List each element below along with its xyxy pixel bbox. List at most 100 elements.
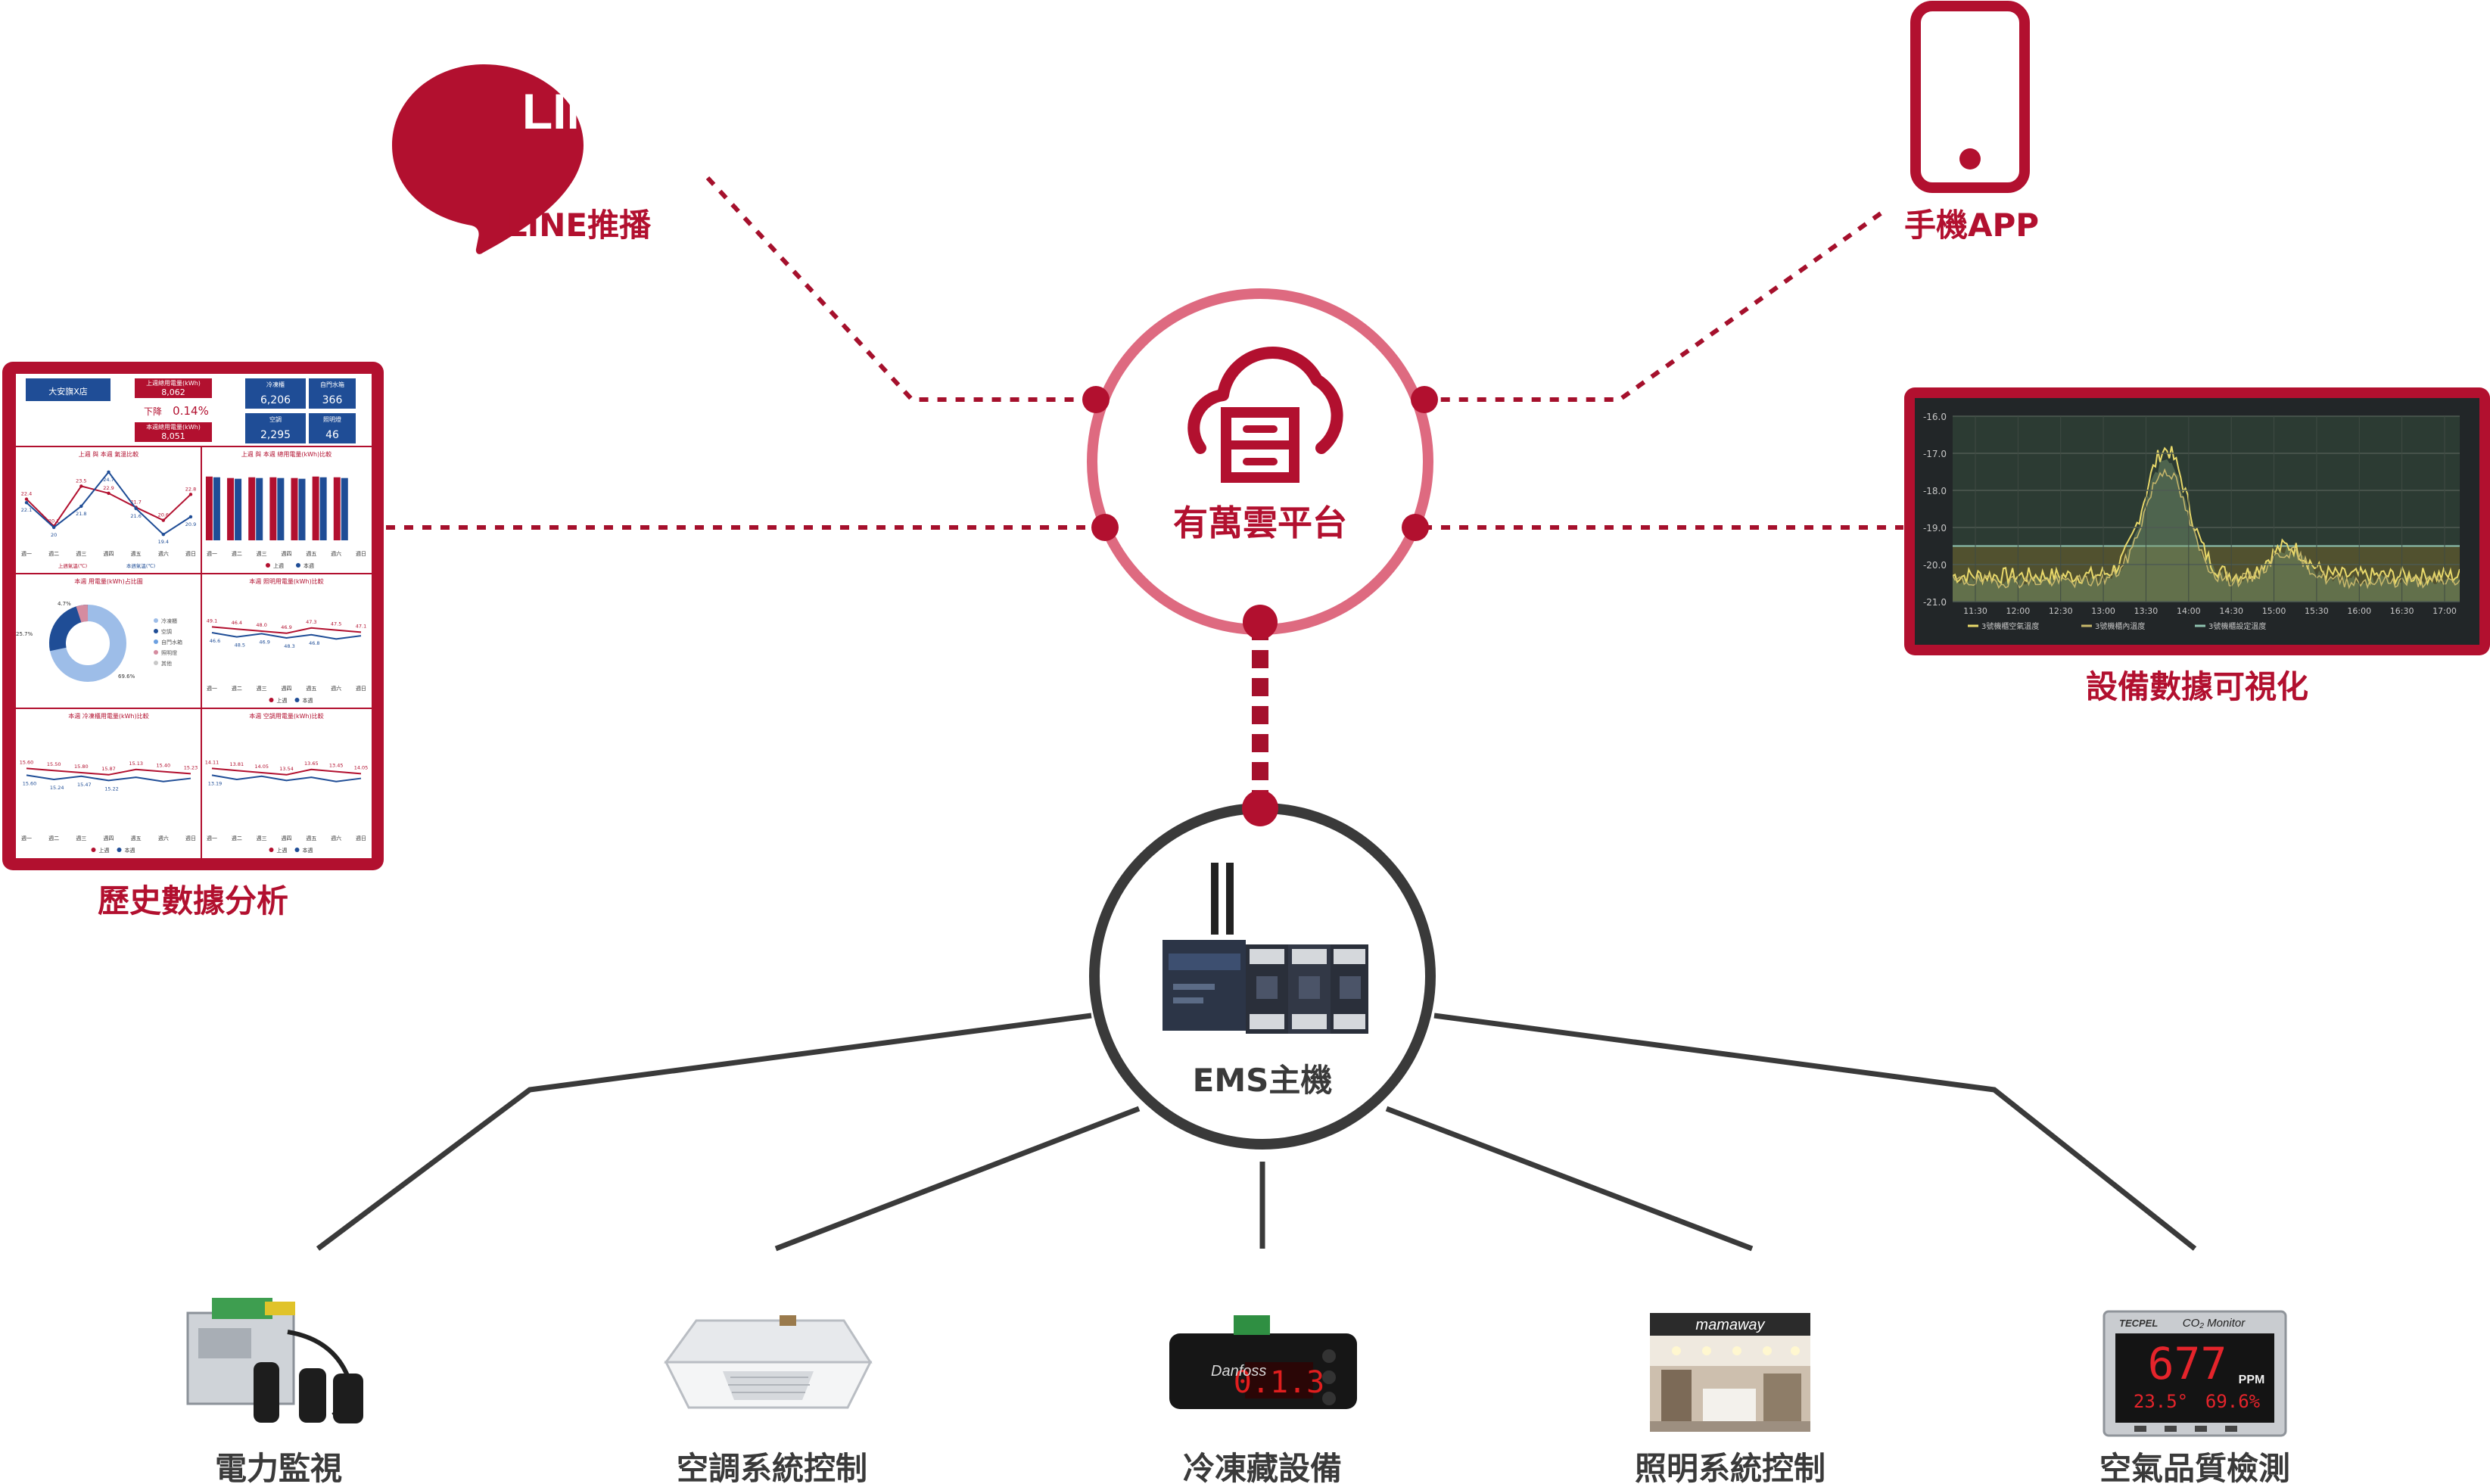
history-data-label: 15.80 <box>74 764 89 770</box>
history-data-label: 21.6 <box>130 513 141 519</box>
history-node[interactable]: 大安旗X店 上週總用電量(kWh) 8,062 下降 0.14% 本週總用電量(… <box>2 362 384 919</box>
ems-controller-device <box>1163 863 1368 1034</box>
history-donut-segment <box>76 605 89 623</box>
history-legend-entry: 冷凍櫃 <box>161 618 177 624</box>
history-bar-thisweek <box>341 478 348 540</box>
history-x-label: 週日 <box>356 685 366 692</box>
app-to-hub-connector <box>1423 211 1882 402</box>
ems-port-top <box>1242 790 1278 826</box>
device-air-label: 空氣品質檢測 <box>2099 1450 2290 1484</box>
history-x-label: 週四 <box>104 550 114 557</box>
history-x-label: 週四 <box>282 685 292 692</box>
history-x-label: 週二 <box>232 550 242 557</box>
svg-text:自門水箱: 自門水箱 <box>320 381 344 388</box>
history-x-label: 週四 <box>282 835 292 842</box>
viz-x-tick: 13:30 <box>2134 606 2159 616</box>
lighting-brand-sign: mamaway <box>1695 1317 1765 1333</box>
history-x-label: 週五 <box>306 550 316 557</box>
history-x-label: 週三 <box>76 835 86 842</box>
device-air[interactable]: TECPEL CO₂ Monitor 677 PPM 23.5° 69.6% 空… <box>2099 1310 2290 1484</box>
history-series-line <box>211 631 362 640</box>
history-data-label: 46.9 <box>281 624 291 630</box>
line-node[interactable]: LINE LINE推播 <box>392 64 652 254</box>
history-series-line <box>211 767 362 776</box>
history-data-label: 49.1 <box>207 618 217 624</box>
history-data-label: 47.5 <box>331 621 341 627</box>
ems-node[interactable]: EMS主機 <box>1089 790 1436 1150</box>
history-legend-dot <box>294 698 300 702</box>
viz-x-tick: 15:30 <box>2305 606 2329 616</box>
history-series-point <box>79 504 83 509</box>
device-lighting[interactable]: mamaway 照明系統控制 <box>1635 1313 1825 1484</box>
connector-lighting <box>1385 1106 1754 1252</box>
history-x-label: 週三 <box>76 550 86 557</box>
history-x-label: 週二 <box>48 835 59 842</box>
smartphone-home-button <box>1959 148 1981 170</box>
history-legend-entry: 其他 <box>161 660 172 667</box>
history-data-label: 20 <box>51 532 57 538</box>
viz-area-fill <box>1953 459 2460 602</box>
device-power-label: 電力監視 <box>215 1450 342 1484</box>
history-bar-thisweek <box>213 477 220 540</box>
history-data-label: 20.9 <box>185 521 196 527</box>
history-pie-label: 69.6% <box>118 674 135 680</box>
svg-text:Danfoss: Danfoss <box>1211 1363 1266 1380</box>
svg-text:2,295: 2,295 <box>260 429 291 441</box>
history-data-label: 15.50 <box>47 761 61 767</box>
history-x-label: 週二 <box>232 685 242 692</box>
history-box2-title: 本週總用電量(kWh) <box>146 423 201 431</box>
history-data-label: 15.24 <box>50 785 64 791</box>
co2-monitor-device: TECPEL CO₂ Monitor 677 PPM 23.5° 69.6% <box>2102 1310 2287 1437</box>
smartphone-icon <box>1910 1 2030 193</box>
co2-temperature: 23.5° <box>2134 1391 2188 1412</box>
history-legend-dot <box>154 650 158 655</box>
history-x-label: 週三 <box>257 550 267 557</box>
svg-text:照明燈: 照明燈 <box>323 415 341 423</box>
history-x-label: 週一 <box>207 685 217 692</box>
history-data-label: 21.7 <box>130 499 141 505</box>
history-x-label: 週五 <box>306 685 316 692</box>
history-bar-lastweek <box>227 478 235 540</box>
history-bar-lastweek <box>333 477 341 540</box>
history-x-label: 週六 <box>158 835 169 842</box>
history-x-label: 週一 <box>21 550 32 557</box>
device-aircon[interactable]: 空調系統控制 <box>664 1315 873 1484</box>
device-fridge[interactable]: 0.1.3 Danfoss 冷凍藏設備 <box>1169 1315 1357 1484</box>
history-legend-entry: 上週 <box>277 847 288 854</box>
device-power[interactable]: 電力監視 <box>186 1298 363 1484</box>
history-legend-dot <box>269 698 274 702</box>
history-data-label: 20.6 <box>158 512 169 518</box>
svg-text:366: 366 <box>322 394 343 406</box>
history-data-label: 15.87 <box>101 766 116 772</box>
history-series-point <box>188 515 193 519</box>
history-panel-title: 本週 空調用電量(kWh)比較 <box>249 712 323 720</box>
viz-series-line-1 <box>1953 446 2460 586</box>
history-data-label: 13.54 <box>279 766 294 772</box>
history-data-label: 15.47 <box>77 782 92 788</box>
viz-x-tick: 13:00 <box>2091 606 2115 616</box>
history-data-label: 13.19 <box>208 780 223 786</box>
history-x-label: 週五 <box>131 835 142 842</box>
history-data-label: 15.40 <box>157 763 171 769</box>
history-data-label: 47.3 <box>306 619 316 625</box>
history-data-label: 46.8 <box>309 640 319 646</box>
viz-y-tick: -18.0 <box>1923 486 1947 496</box>
history-legend-entry: 上週 <box>277 697 288 704</box>
history-series-line <box>26 774 191 782</box>
device-lighting-label: 照明系統控制 <box>1635 1450 1825 1484</box>
store-lighting-photo: mamaway <box>1650 1313 1810 1432</box>
line-label: LINE推播 <box>507 207 652 244</box>
history-data-label: 14.05 <box>254 764 269 770</box>
history-legend-entry: 本週 <box>125 847 135 854</box>
viz-y-tick: -21.0 <box>1923 597 1947 608</box>
history-data-label: 15.23 <box>184 764 198 770</box>
connectors <box>316 176 2197 1252</box>
app-node[interactable]: 手機APP <box>1904 1 2039 244</box>
history-data-label: 14.11 <box>205 759 219 765</box>
refrigeration-controller-device: 0.1.3 Danfoss <box>1169 1315 1357 1409</box>
history-legend-entry: 本週氣溫(℃) <box>126 562 155 569</box>
history-panel-title: 本週 冷凍櫃用電量(kWh)比較 <box>68 712 148 720</box>
hub-node[interactable]: 有萬雲平台 <box>1082 288 1438 639</box>
history-data-label: 15.22 <box>104 786 119 792</box>
